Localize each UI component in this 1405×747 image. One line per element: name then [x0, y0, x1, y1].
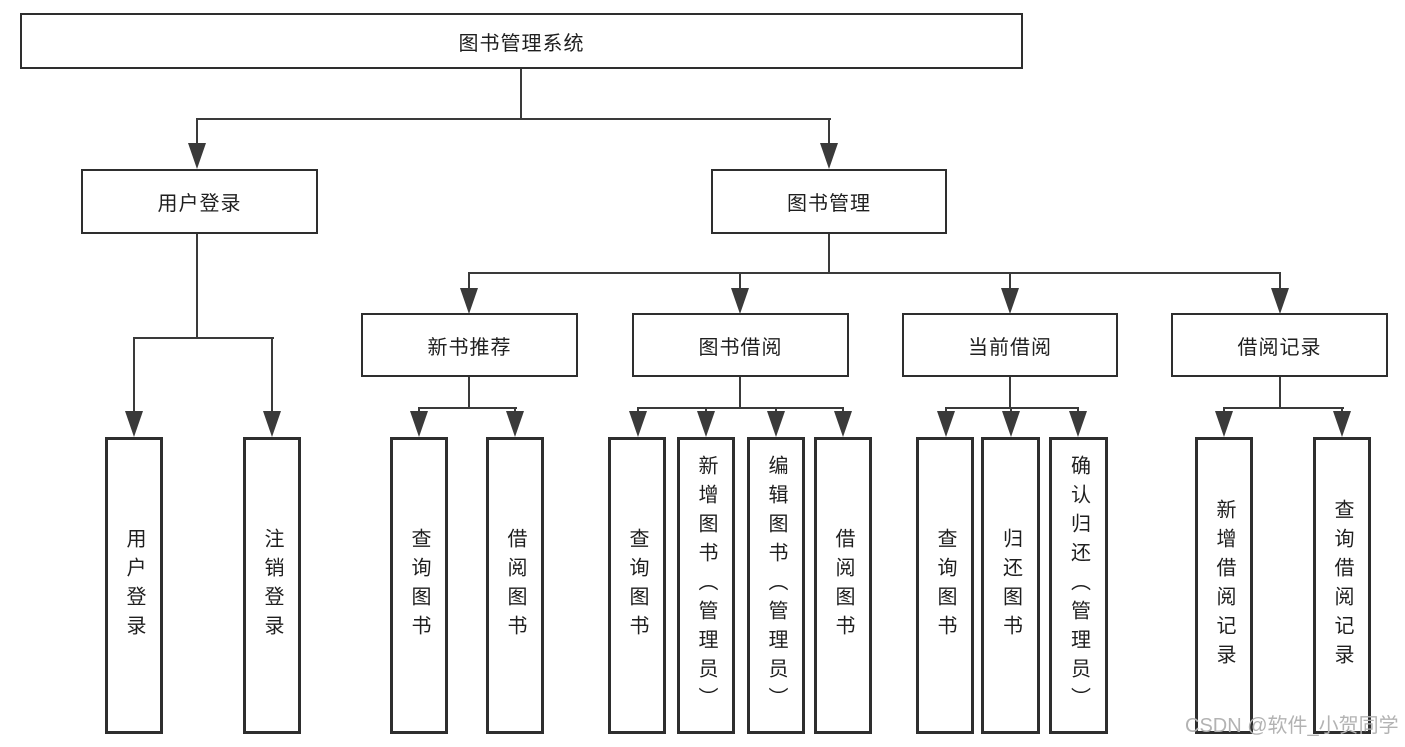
arrow-down-icon — [937, 411, 955, 437]
connector-line — [739, 272, 741, 290]
arrow-down-icon — [410, 411, 428, 437]
leaf-query-books-recommend: 查询图书 — [390, 437, 448, 734]
connector-line — [196, 234, 198, 339]
leaf-label: 借阅图书 — [832, 527, 854, 644]
leaf-label: 查询借阅记录 — [1331, 498, 1353, 673]
connector-line — [468, 272, 470, 290]
connector-line — [133, 337, 274, 339]
arrow-down-icon — [263, 411, 281, 437]
leaf-label: 注销登录 — [261, 527, 283, 644]
connector-line — [739, 377, 741, 408]
leaf-label: 查询图书 — [934, 527, 956, 644]
csdn-watermark: CSDN @软件_小贺同学 — [1185, 715, 1399, 737]
connector-root-crossbar — [196, 118, 831, 120]
arrow-down-icon — [767, 411, 785, 437]
node-book-management: 图书管理 — [711, 169, 947, 234]
node-user-login-group: 用户登录 — [81, 169, 318, 234]
arrow-down-icon — [1271, 288, 1289, 314]
leaf-label: 归还图书 — [999, 527, 1022, 644]
leaf-label: 新增借阅记录 — [1213, 498, 1235, 673]
leaf-label: 借阅图书 — [504, 527, 526, 644]
connector-line — [1279, 377, 1281, 408]
connector-line — [468, 377, 470, 408]
arrow-down-icon — [731, 288, 749, 314]
arrow-down-icon — [1002, 411, 1020, 437]
arrow-down-icon — [188, 143, 206, 169]
leaf-add-books-admin: 新增图书（管理员） — [677, 437, 735, 734]
connector-line — [1223, 407, 1344, 409]
leaf-query-books-borrowing: 查询图书 — [608, 437, 666, 734]
node-current-borrowing: 当前借阅 — [902, 313, 1118, 377]
arrow-down-icon — [125, 411, 143, 437]
node-label: 新书推荐 — [427, 336, 512, 359]
leaf-borrow-books: 借阅图书 — [814, 437, 872, 734]
connector-line — [468, 272, 1281, 274]
leaf-confirm-return-admin: 确认归还（管理员） — [1049, 437, 1108, 734]
node-label: 借阅记录 — [1237, 336, 1322, 359]
leaf-borrow-books-recommend: 借阅图书 — [486, 437, 544, 734]
leaf-label: 新增图书（管理员） — [695, 455, 717, 716]
arrow-down-icon — [820, 143, 838, 169]
arrow-down-icon — [1001, 288, 1019, 314]
leaf-label: 确认归还（管理员） — [1067, 455, 1090, 716]
connector-book-mgmt-stem — [828, 118, 830, 148]
leaf-return-books: 归还图书 — [981, 437, 1040, 734]
connector-user-login-stem — [196, 118, 198, 148]
connector-line — [828, 234, 830, 274]
node-root: 图书管理系统 — [20, 13, 1023, 69]
connector-line — [271, 337, 273, 413]
node-label: 当前借阅 — [968, 336, 1052, 359]
leaf-logout: 注销登录 — [243, 437, 301, 734]
arrow-down-icon — [506, 411, 524, 437]
leaf-edit-books-admin: 编辑图书（管理员） — [747, 437, 805, 734]
arrow-down-icon — [1069, 411, 1087, 437]
leaf-label: 用户登录 — [123, 527, 145, 644]
connector-line — [945, 407, 1079, 409]
node-label: 用户登录 — [157, 193, 242, 215]
leaf-label: 查询图书 — [626, 527, 648, 644]
node-root-label: 图书管理系统 — [458, 32, 585, 55]
leaf-add-borrow-record: 新增借阅记录 — [1195, 437, 1253, 734]
leaf-query-books-current: 查询图书 — [916, 437, 974, 734]
leaf-query-borrow-record: 查询借阅记录 — [1313, 437, 1371, 734]
node-borrowing-records: 借阅记录 — [1171, 313, 1388, 377]
arrow-down-icon — [629, 411, 647, 437]
arrow-down-icon — [834, 411, 852, 437]
node-label: 图书管理 — [787, 193, 871, 215]
arrow-down-icon — [697, 411, 715, 437]
connector-line — [1009, 272, 1011, 290]
node-book-borrowing: 图书借阅 — [632, 313, 849, 377]
connector-line — [418, 407, 517, 409]
arrow-down-icon — [460, 288, 478, 314]
leaf-label: 查询图书 — [408, 527, 430, 644]
node-label: 图书借阅 — [698, 336, 783, 359]
connector-line — [637, 407, 844, 409]
connector-root-stem — [520, 69, 522, 118]
arrow-down-icon — [1333, 411, 1351, 437]
node-new-book-recommend: 新书推荐 — [361, 313, 578, 377]
connector-line — [1009, 377, 1011, 408]
arrow-down-icon — [1215, 411, 1233, 437]
leaf-user-login: 用户登录 — [105, 437, 163, 734]
leaf-label: 编辑图书（管理员） — [765, 455, 787, 716]
connector-line — [133, 337, 135, 413]
connector-line — [1279, 272, 1281, 290]
